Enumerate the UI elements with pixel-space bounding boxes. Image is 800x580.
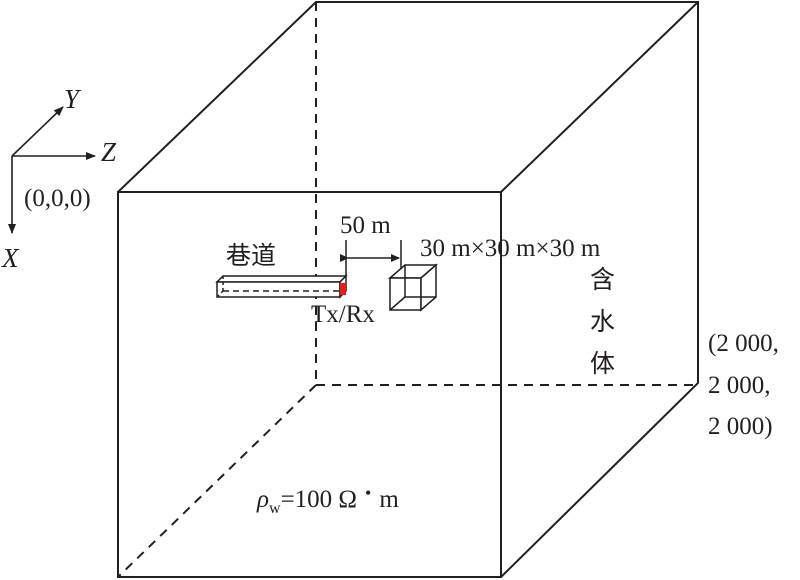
x-axis-label: X	[1, 243, 20, 273]
resistivity-dot: •	[365, 483, 371, 503]
origin-label: (0,0,0)	[24, 185, 91, 212]
resistivity-unit: m	[379, 486, 399, 513]
water-body-label-char-3: 体	[590, 349, 615, 378]
resistivity-subscript: w	[269, 500, 281, 517]
tunnel-shape	[215, 274, 348, 299]
y-axis-label: Y	[64, 84, 82, 114]
distance-label: 50 m	[340, 212, 391, 239]
water-body-size-label: 30 m×30 m×30 m	[420, 235, 601, 262]
far-corner-label-line3: 2 000)	[708, 413, 773, 440]
water-body-cube	[387, 263, 439, 312]
far-corner-label-line2: 2 000,	[708, 372, 771, 399]
far-corner-label-line1: (2 000,	[708, 330, 779, 357]
y-axis-arrow	[11, 106, 64, 157]
z-axis-label: Z	[101, 137, 117, 167]
transceiver-marker	[340, 283, 346, 295]
cube-hidden-edges	[117, 2, 698, 578]
distance-dimension	[340, 240, 402, 276]
resistivity-label: ρw=100 Ω • m	[256, 483, 399, 517]
resistivity-rho: ρ	[256, 486, 269, 513]
cube-top-right-edge	[500, 1, 699, 193]
resistivity-value: =100 Ω	[281, 486, 357, 513]
water-body-label-char-1: 含	[590, 265, 615, 294]
tunnel-label: 巷道	[226, 241, 276, 270]
coordinate-axes	[8, 106, 96, 234]
water-body-label-char-2: 水	[590, 307, 615, 336]
tx-rx-label: Tx/Rx	[311, 301, 375, 328]
